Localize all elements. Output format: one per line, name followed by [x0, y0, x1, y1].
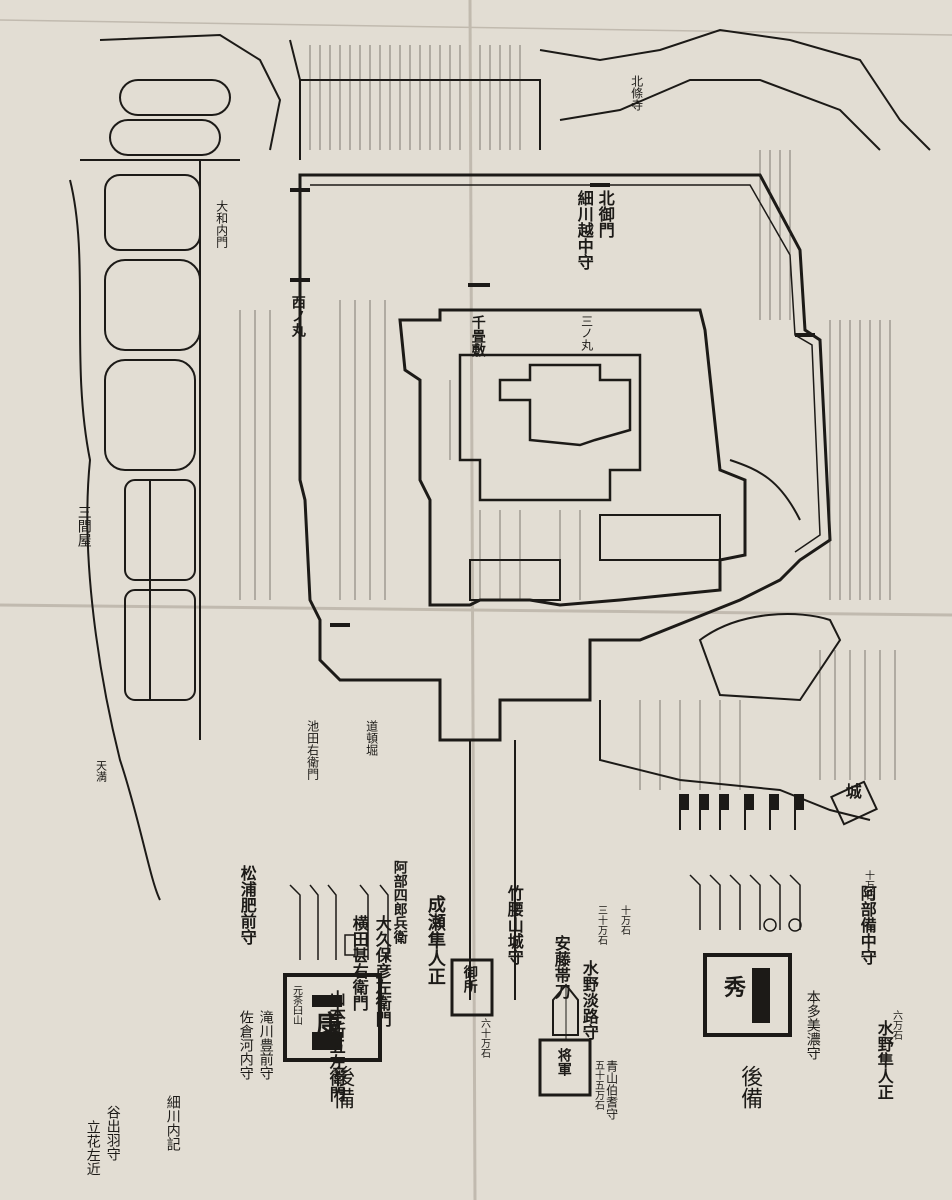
label-shiro: 城: [842, 783, 862, 799]
seal-gosho-2: 将軍: [555, 1048, 572, 1076]
frame-gosho-1: [450, 958, 494, 1017]
label-koku-5: 十万石: [618, 905, 630, 935]
label-lower-name-2: 大久保彦左衛門: [372, 915, 392, 1027]
label-koku-2: 六十万石: [478, 1018, 490, 1058]
standards-right: [689, 874, 802, 932]
seal-ieyasu: 康: [315, 1011, 342, 1041]
river-north: [539, 28, 931, 151]
seal-hideyori: 秀: [723, 975, 746, 1001]
banners: [679, 794, 804, 830]
label-rear-guard-2: 後備: [737, 1065, 763, 1109]
label-ten-mark: 天満: [94, 760, 108, 782]
label-lower-name-13: 阿部備中守: [857, 885, 877, 965]
frame-ieyasu: [283, 973, 382, 1062]
frame-gosho-2: [538, 1038, 592, 1097]
label-lower-name-3: 横田甚右衛門: [349, 915, 369, 1011]
label-lower-name-7: 安藤帯刀: [551, 935, 571, 999]
label-white-mountain: 元茶臼山: [290, 985, 302, 1025]
label-senjojiki: 千畳敷: [469, 315, 486, 357]
label-lower-name-10: 滝川豊前守: [257, 1010, 274, 1080]
label-koku-6: 六万石: [890, 1010, 902, 1040]
label-castle-north: 北條寺: [629, 75, 644, 111]
label-lower-name-17: 谷出羽守: [104, 1105, 121, 1161]
label-north-gate: 北御門: [595, 190, 615, 238]
label-dotei: 道頓堀: [364, 720, 379, 756]
label-lower-name-5: 成瀬隼人正: [424, 895, 446, 985]
annotation-strokes: [239, 45, 896, 790]
label-lower-name-12: 青山伯耆守: [604, 1060, 619, 1120]
label-lower-name-6: 竹腰山城守: [504, 885, 524, 965]
label-koku-4: 五十五万石: [592, 1060, 604, 1110]
label-lower-name-18: 立花左近: [84, 1120, 101, 1176]
river-west: [99, 33, 282, 151]
label-outer-left: 大和内門: [214, 200, 229, 248]
label-lower-name-4: 山本新五左衛門: [326, 990, 346, 1102]
label-rear-guard-1: 後備: [329, 1065, 355, 1109]
label-lower-name-1: 阿部四郎兵衛: [391, 860, 408, 944]
label-west-gate: 西ノ丸: [289, 295, 306, 337]
label-ikeda: 池田右衛門: [305, 720, 320, 780]
label-lower-name-16: 細川内記: [164, 1095, 181, 1151]
label-lower-name-8: 水野淡路守: [579, 960, 599, 1040]
label-daimyo-top: 細川越中守: [574, 190, 594, 270]
label-sangenya: 三間屋: [75, 505, 92, 547]
outer-moat: [298, 173, 832, 742]
label-lower-name-9: 松浦肥前守: [237, 865, 257, 945]
label-lower-name-15: 本多美濃守: [804, 990, 821, 1060]
frame-hideyori: [703, 953, 792, 1037]
label-lower-name-11: 佐倉河内守: [237, 1010, 254, 1080]
label-koku-1: 十万石: [862, 870, 874, 900]
label-sanjo: 三ノ丸: [579, 315, 594, 351]
label-koku-3: 三十万石: [595, 905, 607, 945]
seal-gosho-1: 御所: [461, 965, 478, 993]
inner-compound: [398, 308, 747, 607]
standards-left: [289, 884, 389, 960]
label-lower-name-14: 水野隼人正: [874, 1020, 894, 1100]
